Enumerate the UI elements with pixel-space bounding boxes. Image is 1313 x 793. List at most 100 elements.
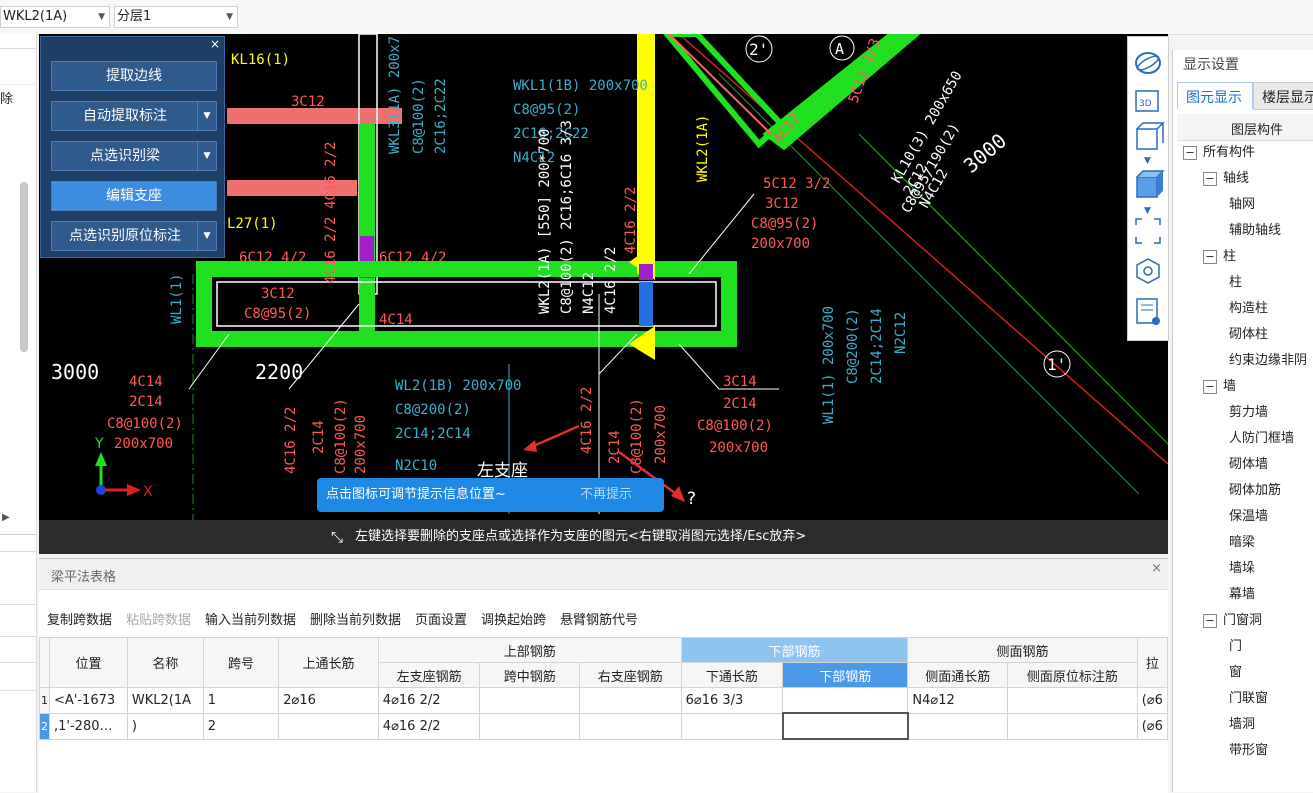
chevron-down-icon[interactable]: ▼ [197, 102, 216, 130]
cube-icon[interactable] [1136, 122, 1165, 150]
table-cell[interactable] [1007, 712, 1138, 740]
table-cell[interactable] [680, 712, 784, 740]
table-cell[interactable] [1007, 687, 1138, 714]
delete-label[interactable]: 除 [0, 92, 14, 107]
tree-node[interactable]: 构造柱 [1229, 296, 1268, 322]
table-cell[interactable]: ) [126, 712, 204, 740]
view-icon[interactable] [1136, 258, 1160, 284]
table-action-button[interactable]: 粘贴跨数据 [126, 613, 192, 628]
table-cell[interactable]: 2 [202, 712, 280, 740]
table-action-button[interactable]: 页面设置 [415, 613, 468, 628]
tab-element-display[interactable]: 图元显示 [1177, 82, 1253, 109]
beam-vertical-yellow[interactable] [637, 34, 655, 274]
collapse-toggle-icon[interactable]: − [1203, 172, 1217, 186]
cad-viewport[interactable]: 7 2' 1' A KL16(1) L27(1) 3C12 6C12 4/2 6… [39, 34, 1168, 554]
collapse-toggle-icon[interactable]: − [1203, 380, 1217, 394]
tree-node[interactable]: −轴线 [1203, 166, 1249, 192]
collapse-icon[interactable]: ⤡ [331, 528, 344, 546]
tree-node[interactable]: 带形窗 [1229, 738, 1268, 764]
tree-node[interactable]: 辅助轴线 [1229, 218, 1281, 244]
tree-node[interactable]: 墙垛 [1229, 556, 1255, 582]
column-blue[interactable] [639, 282, 653, 326]
settings-icon[interactable] [1136, 298, 1160, 325]
scrollbar-thumb[interactable] [20, 182, 28, 352]
column-purple[interactable] [639, 264, 653, 280]
close-icon[interactable]: × [1151, 561, 1162, 576]
globe-icon[interactable] [1135, 52, 1161, 74]
table-cell[interactable]: 6⌀16 3/3 [680, 687, 784, 714]
table-action-button[interactable]: 悬臂钢筋代号 [560, 613, 639, 628]
fullscreen-icon[interactable] [1135, 218, 1161, 244]
tree-node[interactable]: −墙 [1203, 374, 1236, 400]
component-select[interactable]: WKL2(1A) ▼ [0, 6, 110, 28]
list-item[interactable] [0, 612, 36, 637]
tree-node[interactable]: 剪力墙 [1229, 400, 1268, 426]
tree-node[interactable]: 柱 [1229, 270, 1242, 296]
chevron-down-icon[interactable]: ▼ [197, 142, 216, 170]
collapse-toggle-icon[interactable]: − [1203, 614, 1217, 628]
tree-node[interactable]: −门窗洞 [1203, 608, 1262, 634]
tree-node[interactable]: 砌体柱 [1229, 322, 1268, 348]
edit-support-button[interactable]: 编辑支座 [51, 181, 217, 211]
table-action-button[interactable]: 输入当前列数据 [205, 613, 297, 628]
beam-red[interactable] [227, 108, 402, 124]
list-item[interactable] [0, 54, 36, 85]
cad-drawing[interactable]: 7 2' 1' A KL16(1) L27(1) 3C12 6C12 4/2 6… [39, 34, 1168, 554]
beam-diagonal[interactable] [762, 34, 921, 151]
tree-node[interactable]: −所有构件 [1183, 140, 1255, 166]
layer-select[interactable]: 分层1 ▼ [114, 6, 238, 28]
tree-node[interactable]: 门联窗 [1229, 686, 1268, 712]
pick-identify-original-label-button[interactable]: 点选识别原位标注▼ [51, 221, 217, 251]
table-cell[interactable] [479, 687, 580, 714]
extract-edge-button[interactable]: 提取边线 [51, 61, 217, 91]
table-cell[interactable]: 2⌀16 [278, 687, 379, 714]
table-cell[interactable]: (⌀6 [1136, 712, 1169, 740]
list-item[interactable] [0, 580, 36, 605]
table-cell[interactable] [781, 712, 909, 740]
beam-vertical-green[interactable] [359, 124, 375, 334]
tree-node[interactable]: 保温墙 [1229, 504, 1268, 530]
tree-node[interactable]: 幕墙 [1229, 582, 1255, 608]
table-cell[interactable]: (⌀6 [1136, 687, 1169, 714]
chevron-down-icon[interactable]: ▼ [1144, 156, 1151, 166]
selected-beam-wkl2[interactable] [196, 261, 737, 347]
auto-extract-label-button[interactable]: 自动提取标注▼ [51, 101, 217, 131]
tree-node[interactable]: 墙洞 [1229, 712, 1255, 738]
chevron-down-icon[interactable]: ▼ [197, 222, 216, 250]
table-cell[interactable] [782, 687, 909, 714]
tree-node[interactable]: −柱 [1203, 244, 1236, 270]
pick-identify-beam-button[interactable]: 点选识别梁▼ [51, 141, 217, 171]
table-cell[interactable] [907, 712, 1009, 740]
table-action-button[interactable]: 删除当前列数据 [310, 613, 402, 628]
table-action-button[interactable]: 调换起始跨 [481, 613, 547, 628]
table-cell[interactable]: 4⌀16 2/2 [377, 712, 481, 740]
table-cell[interactable]: WKL2(1A [126, 687, 204, 714]
table-cell[interactable]: ,1'-280… [49, 712, 128, 740]
table-cell[interactable] [578, 687, 682, 714]
tree-node[interactable]: 轴网 [1229, 192, 1255, 218]
table-cell[interactable] [479, 712, 580, 740]
tree-node[interactable]: 人防门框墙 [1229, 426, 1294, 452]
table-action-button[interactable]: 复制跨数据 [47, 613, 113, 628]
tree-node[interactable]: 窗 [1229, 660, 1242, 686]
collapse-toggle-icon[interactable]: − [1203, 250, 1217, 264]
beam-red[interactable] [227, 180, 357, 196]
list-item[interactable] [0, 666, 36, 691]
tree-node[interactable]: 门 [1229, 634, 1242, 660]
table-cell[interactable]: 1 [202, 687, 280, 714]
chevron-down-icon[interactable]: ▼ [1144, 206, 1151, 216]
support-marker[interactable] [629, 326, 655, 360]
tab-floor-display[interactable]: 楼层显示 [1253, 82, 1313, 110]
tree-node[interactable]: 约束边缘非阴 [1229, 348, 1307, 374]
table-cell[interactable]: <A'-1673 [49, 687, 128, 714]
table-cell[interactable]: N4⌀12 [907, 687, 1009, 714]
close-icon[interactable]: × [209, 37, 220, 51]
collapse-toggle-icon[interactable]: − [1183, 146, 1197, 160]
table-cell[interactable]: 4⌀16 2/2 [377, 687, 481, 714]
cube-blue-icon[interactable] [1136, 170, 1165, 198]
table-cell[interactable] [278, 712, 379, 740]
dismiss-tip-link[interactable]: 不再提示 [580, 487, 633, 502]
table-cell[interactable] [578, 712, 682, 740]
